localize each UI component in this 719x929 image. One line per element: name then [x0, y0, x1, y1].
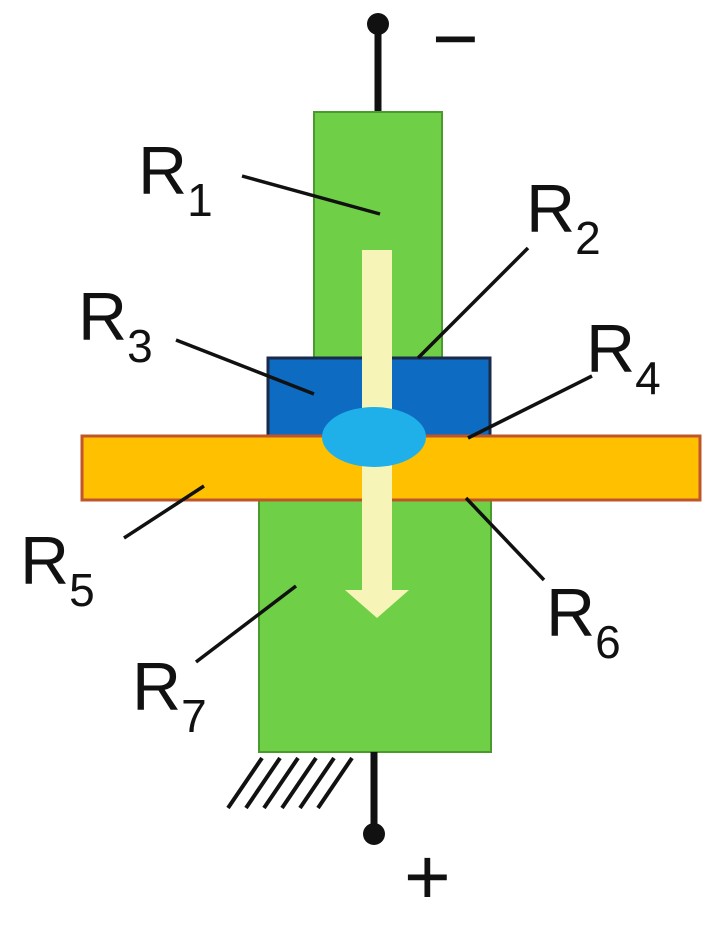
- negative-sign: −: [432, 0, 479, 83]
- leader-r6: [464, 496, 546, 582]
- label-r6: R6: [546, 575, 621, 668]
- bottom-terminal-dot: [363, 823, 385, 845]
- leader-r3: [175, 338, 315, 396]
- label-r2: R2: [526, 171, 601, 264]
- leader-r2: [416, 246, 530, 360]
- leader-r5: [123, 484, 205, 540]
- positive-sign: +: [404, 832, 451, 921]
- label-r1: R1: [138, 133, 213, 226]
- label-r3: R3: [78, 279, 153, 372]
- ground-hatch: [226, 756, 354, 810]
- top-terminal-dot: [367, 13, 389, 35]
- current-arrow-head: [345, 590, 409, 618]
- label-r5: R5: [20, 523, 95, 616]
- leader-r7: [194, 584, 298, 664]
- label-r7: R7: [132, 649, 207, 742]
- leader-r1: [241, 174, 381, 216]
- weld-nugget: [322, 407, 426, 467]
- leader-r4: [467, 374, 593, 440]
- label-r4: R4: [586, 311, 661, 404]
